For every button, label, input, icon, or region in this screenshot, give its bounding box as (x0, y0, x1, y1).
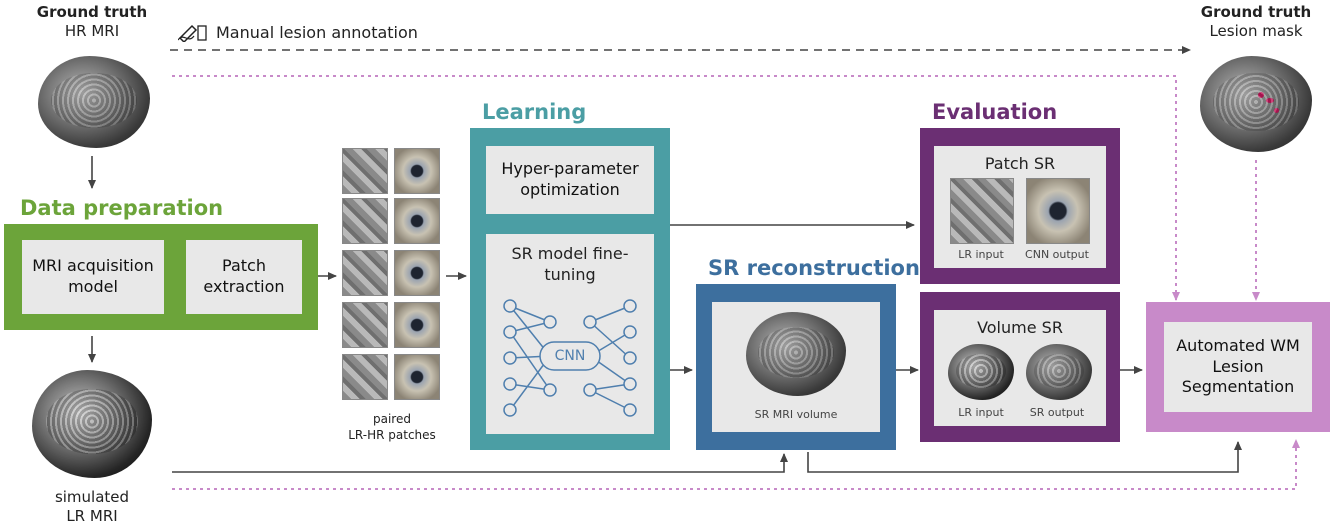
lesion-mask-brain-image (1200, 56, 1312, 152)
lr-patch (342, 354, 388, 400)
cnn-label: CNN (554, 348, 586, 364)
patch-sr-lr-caption: LR input (958, 248, 1004, 261)
ground-truth-mask-line2: Lesion mask (1209, 22, 1303, 40)
sr-brain-image (746, 312, 846, 396)
patch-sr-cnn-caption: CNN output (1025, 248, 1089, 261)
ground-truth-hr-line1: Ground truth (36, 3, 148, 21)
lesion-dot (1274, 108, 1279, 113)
data-preparation-title: Data preparation (20, 196, 223, 220)
volume-sr-brain (1026, 344, 1092, 400)
lesion-dot (1266, 98, 1274, 103)
patches-caption-line2: LR-HR patches (348, 428, 436, 442)
cnn-network-icon (503, 299, 637, 417)
sr-volume-caption: SR MRI volume (754, 408, 838, 421)
patches-caption-line1: paired (373, 412, 411, 426)
hr-patch (394, 198, 440, 244)
sr-reconstruction-title-text: SR reconstruction (708, 256, 920, 280)
arrow-lr-to-recon (172, 453, 788, 473)
lesion-dot (1258, 92, 1264, 98)
sr-fine-tuning-box: SR model fine-tuning CNN (486, 234, 654, 434)
hr-patch (394, 354, 440, 400)
volume-sr-sr-caption: SR output (1029, 406, 1085, 419)
lr-patch (342, 250, 388, 296)
cnn-output-patch (1026, 178, 1090, 244)
hr-patch (394, 148, 440, 194)
volume-sr-panel: Volume SR LR input SR output (934, 310, 1106, 426)
learning-title: Learning (482, 100, 586, 124)
sr-volume-panel: SR MRI volume (712, 302, 880, 432)
data-preparation-title-text: Data preparation (20, 196, 224, 220)
ground-truth-hr-line2: HR MRI (64, 22, 120, 40)
pink-dotted-bottom (172, 439, 1300, 490)
learning-title-text: Learning (482, 100, 587, 124)
ground-truth-hr-label: Ground truth (30, 3, 154, 22)
manual-annotation-text: Manual lesion annotation (216, 22, 418, 42)
sr-reconstruction-box: SR MRI volume (696, 284, 896, 450)
data-preparation-box: MRI acquisition model Patch extraction (4, 224, 318, 330)
lr-input-patch (950, 178, 1014, 244)
patch-sr-panel: Patch SR LR input CNN output (934, 146, 1106, 268)
ground-truth-mask-line1: Ground truth (1200, 3, 1312, 21)
simulated-lr-line2: LR MRI (66, 507, 118, 525)
volume-sr-box: Volume SR LR input SR output (920, 292, 1120, 442)
patch-extraction-box: Patch extraction (186, 240, 302, 314)
learning-box: Hyper-parameter optimization SR model fi… (470, 128, 670, 450)
evaluation-title-text: Evaluation (932, 100, 1058, 124)
lr-patch (342, 148, 388, 194)
hr-patch (394, 302, 440, 348)
segmentation-box: Automated WM Lesion Segmentation (1146, 302, 1330, 432)
evaluation-title: Evaluation (932, 100, 1057, 124)
pink-dotted-top (172, 75, 1180, 301)
pen-icon (177, 22, 208, 44)
patch-sr-title: Patch SR (984, 154, 1056, 173)
hr-patch (394, 250, 440, 296)
simulated-lr-line1: simulated (54, 488, 130, 506)
volume-lr-brain (948, 344, 1014, 400)
mri-acquisition-model-box: MRI acquisition model (22, 240, 164, 314)
volume-sr-lr-caption: LR input (958, 406, 1004, 419)
sr-reconstruction-title: SR reconstruction (708, 256, 920, 280)
hr-brain-image (38, 56, 150, 148)
volume-sr-title: Volume SR (977, 318, 1063, 337)
lr-brain-image (32, 370, 152, 478)
lr-patch (342, 302, 388, 348)
sr-fine-tuning-text: SR model fine-tuning (511, 244, 629, 284)
arrow-recon-to-seg (807, 441, 1242, 473)
automated-segmentation-panel: Automated WM Lesion Segmentation (1164, 322, 1312, 412)
paired-patches-grid (340, 146, 444, 402)
lr-patch (342, 198, 388, 244)
patch-sr-box: Patch SR LR input CNN output (920, 128, 1120, 284)
manual-annotation-label: Manual lesion annotation (177, 22, 418, 44)
hyper-parameter-box: Hyper-parameter optimization (486, 146, 654, 214)
